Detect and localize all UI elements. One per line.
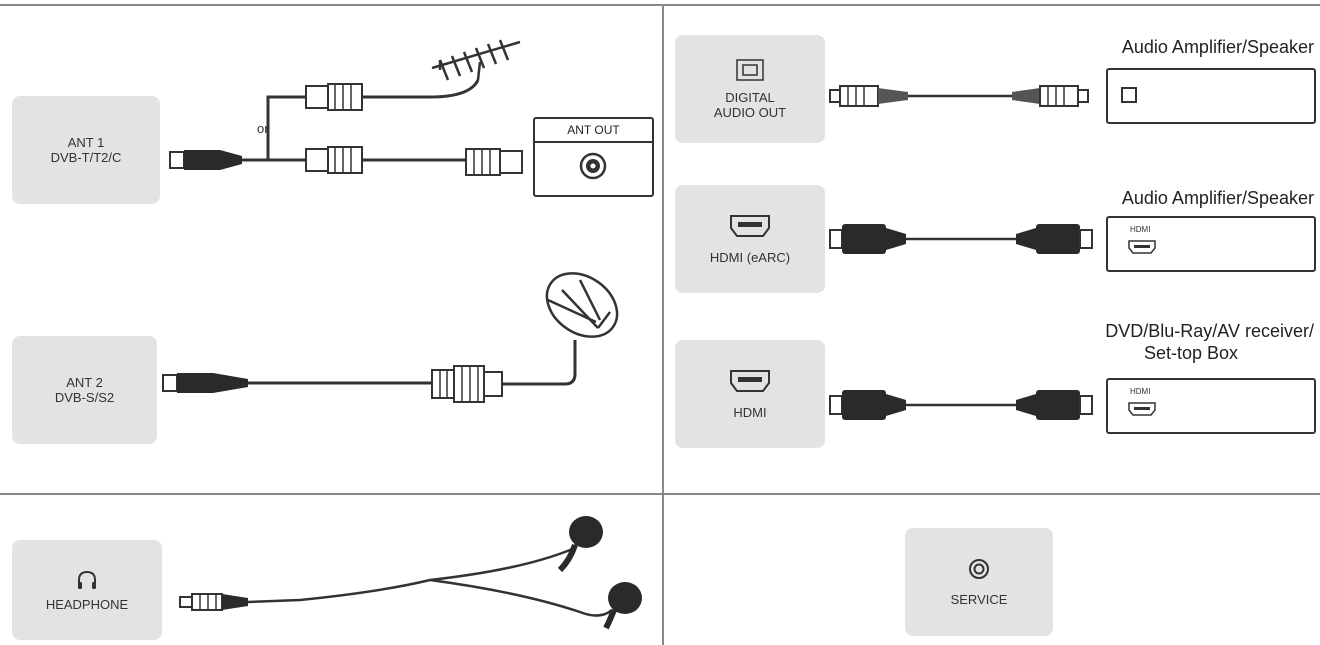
port-ant1-line1: ANT 1 <box>67 135 105 150</box>
device-optical-label: Audio Amplifier/Speaker <box>1121 37 1314 57</box>
port-hdmi-label: HDMI <box>733 404 767 420</box>
hdmi-port-icon <box>730 369 770 392</box>
earphone-bottom-icon <box>603 582 642 630</box>
port-hdmi: HDMI <box>675 340 825 448</box>
port-ant2-line1: ANT 2 <box>66 375 103 390</box>
service-port-icon <box>969 558 989 579</box>
satellite-dish-icon <box>545 272 619 338</box>
port-service-label: SERVICE <box>950 591 1008 607</box>
ant1-plug-icon <box>169 150 242 170</box>
earphone-cables <box>247 534 613 617</box>
device-hdmi-label-line2: Set-top Box <box>1143 343 1238 363</box>
port-service: SERVICE <box>905 528 1053 636</box>
port-headphone: HEADPHONE <box>12 540 162 640</box>
ant-out-box: ANT OUT <box>533 117 654 197</box>
hdmi-earc-plug-right-icon <box>1016 224 1093 254</box>
optical-port-icon <box>736 59 764 81</box>
audio-amplifier-hdmi-device: HDMI <box>1106 216 1316 272</box>
port-digital-line1: DIGITAL <box>725 90 775 105</box>
hdmi-plug-left-icon <box>829 390 906 420</box>
port-headphone-label: HEADPHONE <box>45 596 129 612</box>
port-hdmi-earc: HDMI (eARC) <box>675 185 825 293</box>
port-ant1: ANT 1 DVB-T/T2/C <box>12 96 160 204</box>
optical-plug-left-icon <box>829 85 908 107</box>
headphone-icon <box>78 570 96 589</box>
ant-out-socket-icon <box>579 152 607 180</box>
port-digital-line2: AUDIO OUT <box>713 105 787 120</box>
port-hdmi-earc-label: HDMI (eARC) <box>709 249 791 265</box>
port-ant2-line2: DVB-S/S2 <box>54 390 115 405</box>
antenna-icon <box>431 39 521 81</box>
port-ant2: ANT 2 DVB-S/S2 <box>12 336 157 444</box>
hdmi-socket-icon <box>1128 402 1156 416</box>
port-ant1-line2: DVB-T/T2/C <box>50 150 122 165</box>
dvd-bluray-device: HDMI <box>1106 378 1316 434</box>
device-earc-label: Audio Amplifier/Speaker <box>1121 188 1314 208</box>
lnb-connector-icon <box>431 365 503 403</box>
f-connector-antout-icon <box>465 148 523 176</box>
ant-out-label: ANT OUT <box>535 119 652 143</box>
audio-amplifier-optical-device <box>1106 68 1316 124</box>
port-digital-audio-out: DIGITAL AUDIO OUT <box>675 35 825 143</box>
hdmi-port-icon <box>730 214 770 237</box>
optical-plug-right-icon <box>1012 85 1089 107</box>
device-hdmi-tag-earc: HDMI <box>1130 225 1151 234</box>
device-hdmi-label-line1: DVD/Blu-Ray/AV receiver/ <box>1105 321 1314 341</box>
hdmi-socket-icon <box>1128 240 1156 254</box>
f-connector-bottom-icon <box>305 146 363 174</box>
hdmi-earc-plug-left-icon <box>829 224 906 254</box>
ant2-plug-icon <box>162 373 248 393</box>
f-connector-top-icon <box>305 83 363 111</box>
earphone-top-icon <box>557 516 603 573</box>
hdmi-plug-right-icon <box>1016 390 1093 420</box>
dish-cable <box>502 340 577 386</box>
headphone-plug-icon <box>179 593 248 611</box>
device-hdmi-label: DVD/Blu-Ray/AV receiver/ Set-top Box <box>1105 320 1314 364</box>
device-hdmi-tag-dvd: HDMI <box>1130 387 1151 396</box>
or-label: or <box>257 121 269 136</box>
optical-socket-icon <box>1121 87 1137 103</box>
